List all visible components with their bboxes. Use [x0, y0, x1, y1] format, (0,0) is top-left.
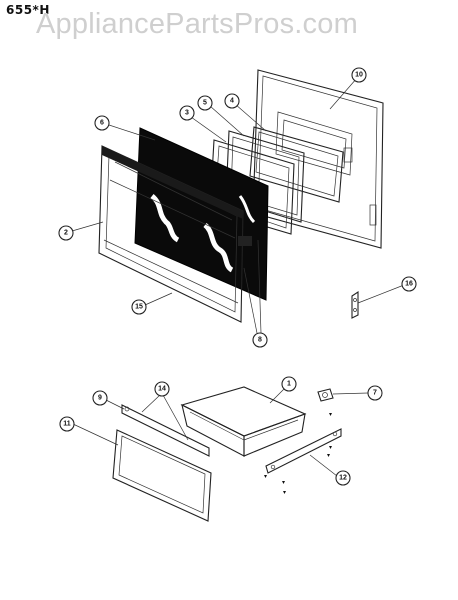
watermark: AppliancePartsPros.com — [36, 8, 358, 40]
callout-3: 3 — [179, 105, 195, 121]
callout-label-6: 6 — [100, 120, 104, 127]
callout-7: 7 — [367, 385, 383, 401]
part-roller — [317, 388, 334, 402]
callout-10: 10 — [351, 67, 367, 83]
callout-14: 14 — [154, 381, 170, 397]
callout-label-8: 8 — [258, 337, 262, 344]
part-drawer-box — [180, 386, 307, 457]
callout-label-5: 5 — [203, 100, 207, 107]
part-drawer-trim — [121, 404, 210, 457]
callout-label-15: 15 — [135, 304, 143, 311]
callout-label-16: 16 — [405, 281, 413, 288]
callout-11: 11 — [59, 416, 75, 432]
callout-label-14: 14 — [158, 386, 166, 393]
callout-2: 2 — [58, 225, 74, 241]
callout-6: 6 — [94, 115, 110, 131]
callout-label-4: 4 — [230, 98, 234, 105]
callout-15: 15 — [131, 299, 147, 315]
svg-text:▾: ▾ — [327, 452, 330, 459]
screws: ▾ ▾ ▾ ▾ ▾ ▾ — [264, 411, 332, 496]
callout-1: 1 — [281, 376, 297, 392]
part-door-frame — [98, 145, 252, 323]
svg-text:▾: ▾ — [264, 473, 267, 480]
svg-text:▾: ▾ — [282, 479, 285, 486]
callout-label-10: 10 — [355, 72, 363, 79]
callout-4: 4 — [224, 93, 240, 109]
callout-label-7: 7 — [373, 390, 377, 397]
part-hinge — [351, 290, 359, 319]
callout-5: 5 — [197, 95, 213, 111]
part-inner-door-panel — [252, 69, 384, 249]
callout-12: 12 — [335, 470, 351, 486]
callout-9: 9 — [92, 390, 108, 406]
callout-label-1: 1 — [287, 381, 291, 388]
callout-8: 8 — [252, 332, 268, 348]
svg-text:▾: ▾ — [329, 411, 332, 418]
callout-label-12: 12 — [339, 475, 347, 482]
svg-text:▾: ▾ — [329, 444, 332, 451]
callout-16: 16 — [401, 276, 417, 292]
part-drawer-rail — [265, 428, 342, 474]
part-drawer-front — [112, 429, 212, 522]
part-outer-glass — [134, 127, 269, 301]
part-window-gasket — [249, 126, 344, 203]
leader-lines — [71, 77, 405, 477]
callout-label-11: 11 — [63, 421, 71, 428]
svg-text:▾: ▾ — [283, 489, 286, 496]
callout-label-9: 9 — [98, 395, 102, 402]
callout-label-3: 3 — [185, 110, 189, 117]
callout-label-2: 2 — [64, 230, 68, 237]
model-code: 655*H — [6, 3, 50, 17]
